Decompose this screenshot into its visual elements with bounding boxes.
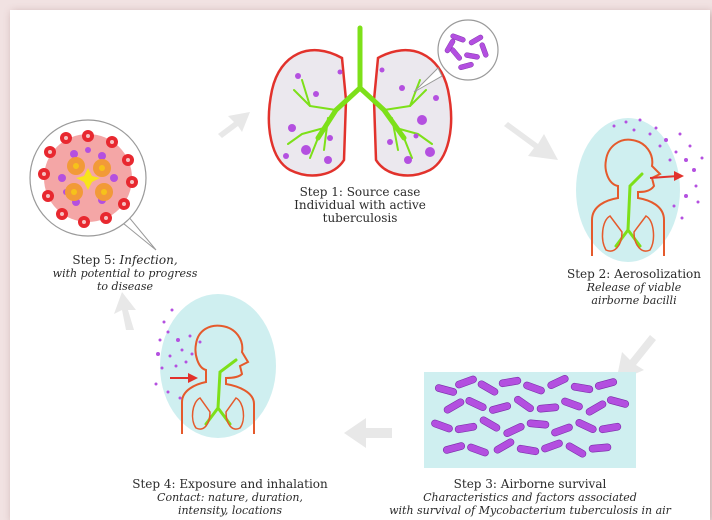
step2-desc-line2: airborne bacilli	[558, 294, 710, 307]
step4-title: Step 4: Exposure and inhalation	[120, 478, 340, 491]
aerosolization-illustration	[576, 118, 704, 262]
cycle-arrow-3-4	[344, 418, 392, 448]
step2-title: Step 2: Aerosolization	[558, 268, 710, 281]
step1-label: Step 1: Source case Individual with acti…	[270, 186, 450, 225]
step3-title: Step 3: Airborne survival	[350, 478, 710, 491]
step2-label: Step 2: Aerosolization Release of viable…	[558, 268, 710, 307]
cycle-arrow-1-2	[504, 122, 558, 160]
step5-title: Step 5: Infection,	[30, 254, 220, 267]
step4-desc-line1: Contact: nature, duration,	[120, 491, 340, 504]
infection-granuloma-bubble	[30, 120, 156, 250]
step5-label: Step 5: Infection, with potential to pro…	[30, 254, 220, 293]
step3-label: Step 3: Airborne survival Characteristic…	[350, 478, 710, 517]
step5-desc-line1: with potential to progress	[30, 267, 220, 280]
airborne-bacteria-panel	[424, 372, 636, 468]
step2-desc-line1: Release of viable	[558, 281, 710, 294]
diagram-card: Step 1: Source case Individual with acti…	[10, 10, 710, 520]
cycle-arrow-5-1	[218, 112, 250, 138]
step5-desc-line2: to disease	[30, 280, 220, 293]
step4-desc-line2: intensity, locations	[120, 504, 340, 517]
lungs-illustration	[269, 28, 451, 175]
step3-desc-line1: Characteristics and factors associated	[350, 491, 710, 504]
step4-label: Step 4: Exposure and inhalation Contact:…	[120, 478, 340, 517]
step5-title-prefix: Step 5:	[72, 253, 119, 267]
cycle-arrow-4-5	[114, 292, 136, 330]
exposure-illustration	[155, 294, 277, 438]
step1-line3: tuberculosis	[270, 212, 450, 225]
step3-desc-line2: with survival of Mycobacterium tuberculo…	[350, 504, 710, 517]
step5-title-italic: Infection,	[119, 253, 177, 267]
